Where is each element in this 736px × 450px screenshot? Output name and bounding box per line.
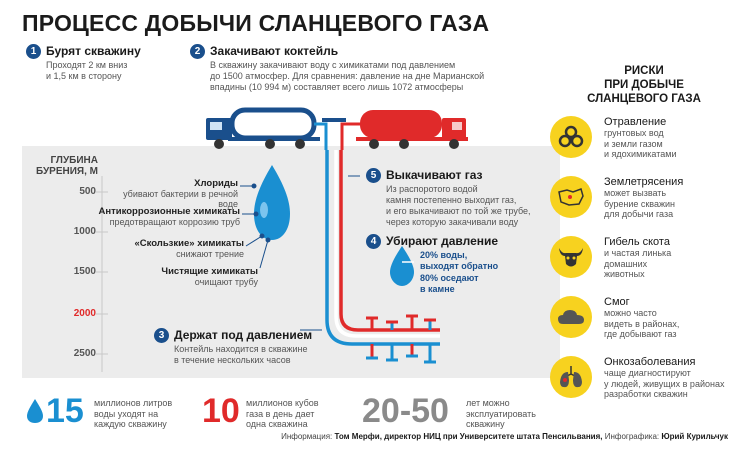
depth-mark-1000: 1000 — [73, 226, 96, 237]
depth-mark-500: 500 — [79, 186, 96, 197]
map-icon — [550, 176, 592, 218]
lungs-icon — [550, 356, 592, 398]
credits: Информация: Том Мерфи, директор НИЦ при … — [281, 432, 728, 441]
cloud-icon — [550, 296, 592, 338]
stat-years-value: 20-50 — [362, 392, 449, 430]
page-title: ПРОЦЕСС ДОБЫЧИ СЛАНЦЕВОГО ГАЗА — [22, 10, 490, 36]
step-5-badge: 5 — [366, 168, 381, 183]
chemical-slippery: «Скользкие» химикаты снижают трение — [134, 238, 244, 259]
small-water-drop-icon — [390, 246, 414, 286]
depth-mark-1500: 1500 — [73, 266, 96, 277]
bull-skull-icon — [550, 236, 592, 278]
depth-mark-2500: 2500 — [73, 348, 96, 359]
step-4-badge: 4 — [366, 234, 381, 249]
step-3-badge: 3 — [154, 328, 169, 343]
stat-water-drop-icon — [27, 399, 43, 423]
step-2-text: В скважину закачивают воду с химикатами … — [210, 60, 485, 92]
step-2-title: Закачивают коктейль — [210, 44, 339, 58]
depth-panel — [22, 146, 560, 378]
step-3-title: Держат под давлением — [174, 328, 313, 342]
step-5-title: Выкачивают газ — [386, 168, 483, 182]
gas-truck — [356, 110, 468, 149]
water-truck — [206, 107, 320, 149]
stat-water-value: 15 — [46, 392, 84, 430]
water-drop-icon — [240, 165, 290, 269]
depth-mark-2000: 2000 — [73, 308, 96, 319]
stat-gas-value: 10 — [202, 392, 240, 430]
step-4-title: Убирают давление — [386, 234, 499, 248]
chemical-chlorides: Хлориды убивают бактерии в речной воде — [123, 178, 238, 209]
biohazard-icon — [550, 116, 592, 158]
step-1-title: Бурят скважину — [46, 44, 141, 58]
chemical-anticorrosion: Антикоррозионные химикаты предотвращают … — [98, 206, 240, 227]
step-2-badge: 2 — [190, 44, 205, 59]
chemical-cleaning: Чистящие химикаты очищают трубу — [161, 266, 258, 287]
step-1-badge: 1 — [26, 44, 41, 59]
